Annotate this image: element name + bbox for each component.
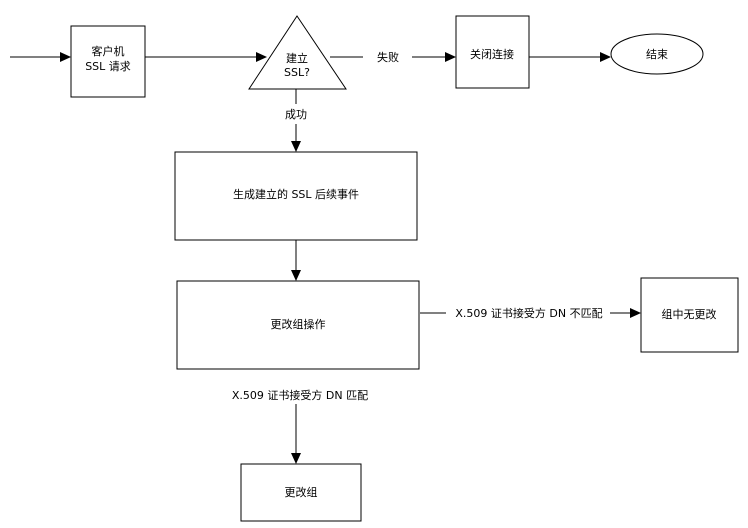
node-change-group-action: 更改组操作 (176, 280, 420, 370)
label-dn-mismatch: X.509 证书接受方 DN 不匹配 (455, 306, 602, 320)
node-client-request-line2: SSL 请求 (85, 60, 131, 73)
node-client-request: 客户机 SSL 请求 (70, 25, 146, 98)
node-change-group: 更改组 (240, 463, 362, 522)
edge-success (291, 89, 301, 152)
edge-event-to-action (291, 240, 301, 281)
edge-dn-match (291, 404, 301, 464)
node-client-request-line1: 客户机 (92, 44, 125, 58)
edge-fail (330, 52, 456, 62)
node-close-connection: 关闭连接 (455, 15, 530, 89)
node-establish-ssl-line2: SSL? (284, 66, 310, 79)
edge-close-to-end (529, 52, 611, 62)
node-change-group-label: 更改组 (285, 485, 318, 499)
node-generate-event-label: 生成建立的 SSL 后续事件 (233, 187, 359, 201)
node-end: 结束 (610, 33, 704, 75)
node-end-label: 结束 (646, 48, 668, 61)
edge-request-to-decision (145, 52, 267, 62)
label-fail: 失败 (377, 50, 399, 64)
node-close-connection-label: 关闭连接 (470, 47, 514, 61)
edge-dn-mismatch (420, 308, 641, 318)
node-establish-ssl-decision: 建立 SSL? (248, 15, 347, 90)
label-dn-match: X.509 证书接受方 DN 匹配 (232, 388, 368, 402)
node-establish-ssl-line1: 建立 (286, 51, 308, 65)
node-no-group-change: 组中无更改 (640, 277, 739, 353)
node-generate-event: 生成建立的 SSL 后续事件 (174, 151, 418, 241)
node-change-group-action-label: 更改组操作 (271, 317, 326, 331)
entry-arrow (10, 52, 71, 62)
label-success: 成功 (285, 108, 307, 121)
node-no-group-change-label: 组中无更改 (662, 307, 717, 321)
